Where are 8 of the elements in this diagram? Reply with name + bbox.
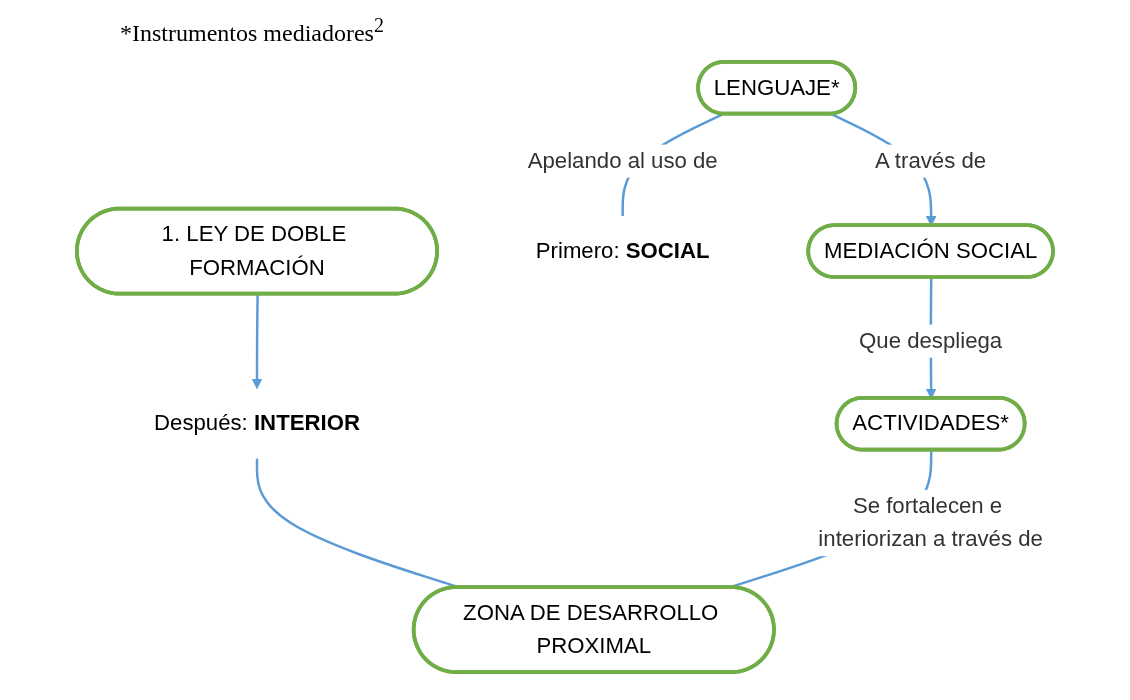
edge-label: Que despliega [858,328,1002,353]
edge-label: Apelando al uso de [527,148,718,173]
diagram-title: *Instrumentos mediadores$^{2}$ [120,14,385,47]
edge-label: A través de [874,148,986,173]
node-text: Después: INTERIOR [153,410,360,436]
arrow [251,294,263,390]
edge-label: Se fortalecen e interiorizan a través de [817,493,1043,552]
node-text: Primero: SOCIAL [535,238,710,263]
